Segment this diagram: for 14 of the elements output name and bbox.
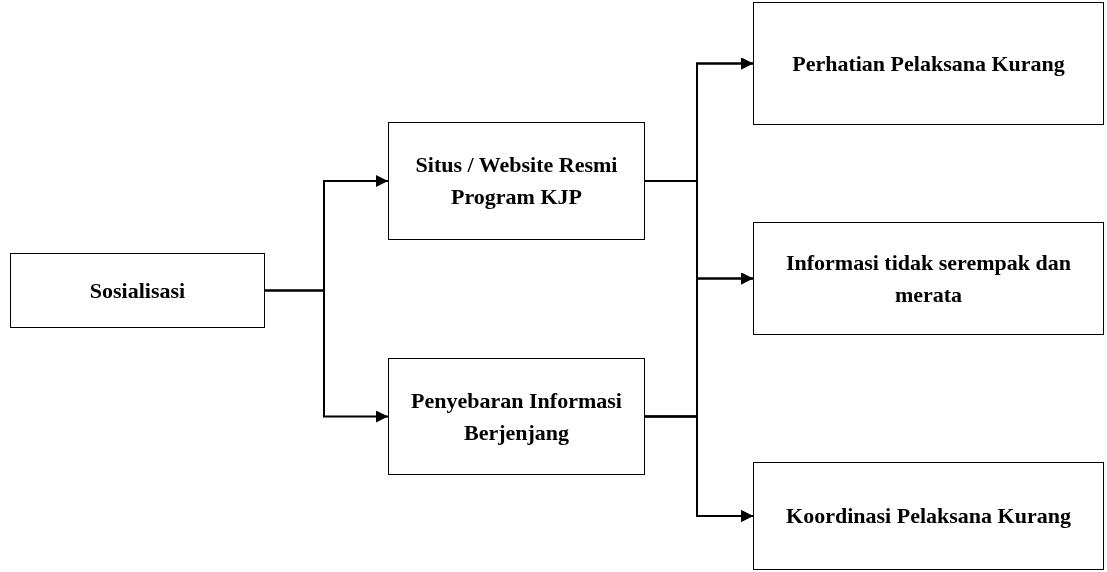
arrow [264,289,389,423]
process-box [388,122,645,240]
process-box [10,253,265,328]
box-label: Situs / Website Resmi Program KJP [414,151,619,211]
process-box [388,358,645,475]
box-label: Sosialisasi [89,276,186,305]
box-label: Penyebaran Informasi Berjenjang [410,386,623,447]
box-label: Perhatian Pelaksana Kurang [792,49,1065,78]
process-box [753,222,1104,335]
box-label: Koordinasi Pelaksana Kurang [786,502,1071,531]
process-box [753,462,1104,570]
process-box [753,2,1104,125]
arrow [644,415,754,522]
box-label: Informasi tidak serempak dan merata [785,248,1072,309]
